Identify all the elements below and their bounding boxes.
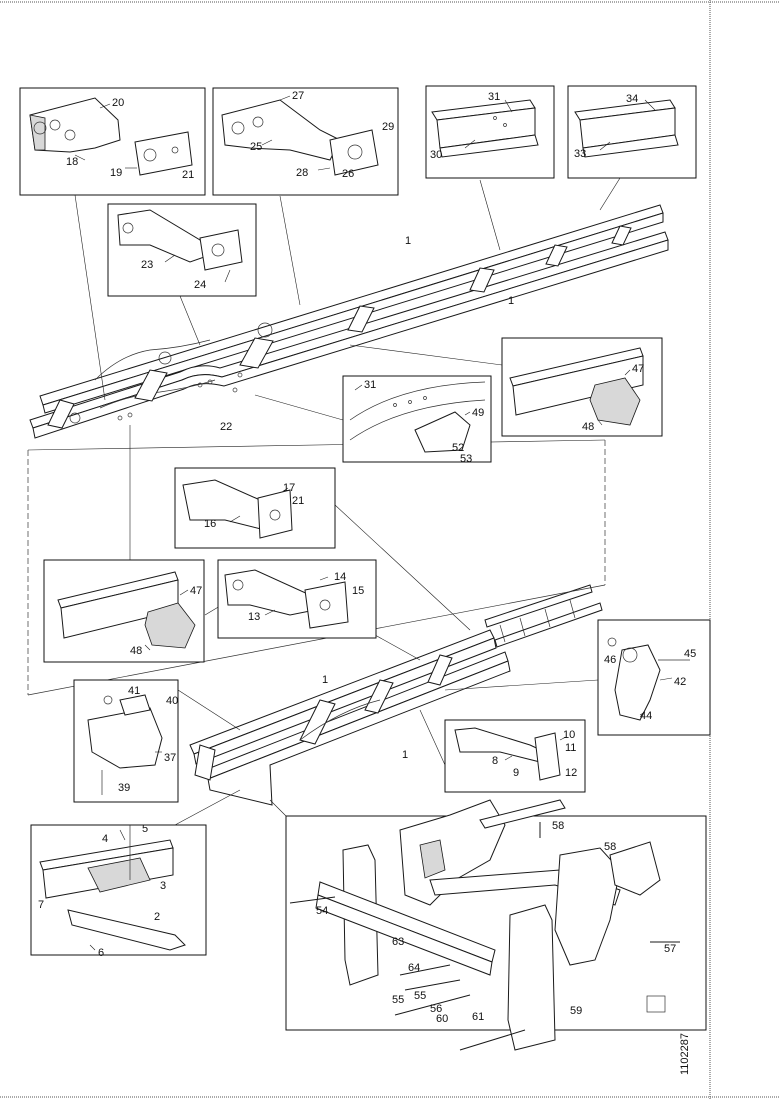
callout-16: 16 <box>204 518 216 530</box>
callout-57: 57 <box>664 943 676 955</box>
callout-27: 27 <box>292 90 304 102</box>
inset-bracket-8-12 <box>444 719 586 793</box>
callout-8: 8 <box>492 755 498 767</box>
callout-37: 37 <box>164 752 176 764</box>
inset-crossmember-30-31 <box>425 85 555 179</box>
callout-34: 34 <box>626 93 638 105</box>
callout-60: 60 <box>436 1013 448 1025</box>
callout-40: 40 <box>166 695 178 707</box>
leader-lines <box>74 177 621 826</box>
callout-61: 61 <box>472 1011 484 1023</box>
lower-chassis-frame <box>189 584 603 806</box>
callout-55: 55 <box>392 994 404 1006</box>
inset-frame-section-2-7 <box>30 824 207 956</box>
callout-64: 64 <box>408 962 420 974</box>
callout-55: 55 <box>414 990 426 1002</box>
inset-front-assembly-53-64 <box>285 799 707 1051</box>
callout-26: 26 <box>342 168 354 180</box>
callout-59: 59 <box>570 1005 582 1017</box>
inset-crossmember-13-15 <box>217 559 377 639</box>
callout-53: 53 <box>460 453 472 465</box>
inset-crossmember-33-34 <box>567 85 697 179</box>
callout-1: 1 <box>322 674 328 686</box>
inset-bracket-47-48-lower <box>43 559 205 663</box>
callout-21: 21 <box>292 495 304 507</box>
callout-63: 63 <box>392 936 404 948</box>
callout-52: 52 <box>452 442 464 454</box>
callout-46: 46 <box>604 654 616 666</box>
inset-bracket-49-53 <box>342 375 492 463</box>
callout-17: 17 <box>283 482 295 494</box>
callout-10: 10 <box>563 729 575 741</box>
inset-crossmember-18-21 <box>19 87 206 196</box>
callout-22: 22 <box>220 421 232 433</box>
callout-47: 47 <box>632 363 644 375</box>
callout-47: 47 <box>190 585 202 597</box>
callout-31: 31 <box>488 91 500 103</box>
callout-2: 2 <box>154 911 160 923</box>
callout-14: 14 <box>334 571 346 583</box>
callout-12: 12 <box>565 767 577 779</box>
inset-crossmember-25-29 <box>212 87 399 196</box>
inset-crossmember-23-24 <box>107 203 257 297</box>
callout-9: 9 <box>513 767 519 779</box>
callout-54: 54 <box>316 905 328 917</box>
callout-56: 56 <box>430 1003 442 1015</box>
callout-15: 15 <box>352 585 364 597</box>
callout-31: 31 <box>364 379 376 391</box>
inset-bracket-47-48-upper <box>501 337 663 437</box>
upper-chassis-frame <box>29 204 669 439</box>
callout-30: 30 <box>430 149 442 161</box>
callout-23: 23 <box>141 259 153 271</box>
callout-48: 48 <box>130 645 142 657</box>
callout-49: 49 <box>472 407 484 419</box>
callout-labels: 1 1 22 1 1 20 18 19 21 27 25 29 28 26 31… <box>38 90 696 1025</box>
callout-58: 58 <box>552 820 564 832</box>
callout-19: 19 <box>110 167 122 179</box>
callout-1: 1 <box>402 749 408 761</box>
callout-58: 58 <box>604 841 616 853</box>
callout-33: 33 <box>574 148 586 160</box>
assembly-envelope <box>27 439 606 696</box>
callout-18: 18 <box>66 156 78 168</box>
inset-crossmember-16-17 <box>174 467 336 549</box>
callout-20: 20 <box>112 97 124 109</box>
inset-bracket-37-41 <box>73 679 179 803</box>
callout-29: 29 <box>382 121 394 133</box>
callout-13: 13 <box>248 611 260 623</box>
drawing-reference-number: 1102287 <box>679 1033 691 1075</box>
inset-bracket-42-46 <box>597 619 711 736</box>
callout-7: 7 <box>38 899 44 911</box>
callout-48: 48 <box>582 421 594 433</box>
callout-1: 1 <box>508 295 514 307</box>
callout-28: 28 <box>296 167 308 179</box>
callout-39: 39 <box>118 782 130 794</box>
callout-3: 3 <box>160 880 166 892</box>
callout-5: 5 <box>142 823 148 835</box>
callout-25: 25 <box>250 141 262 153</box>
callout-24: 24 <box>194 279 206 291</box>
callout-45: 45 <box>684 648 696 660</box>
callout-4: 4 <box>102 833 108 845</box>
callout-1: 1 <box>405 235 411 247</box>
callout-41: 41 <box>128 685 140 697</box>
callout-42: 42 <box>674 676 686 688</box>
callout-6: 6 <box>98 947 104 959</box>
callout-21: 21 <box>182 169 194 181</box>
callout-44: 44 <box>640 710 652 722</box>
callout-11: 11 <box>565 742 576 754</box>
